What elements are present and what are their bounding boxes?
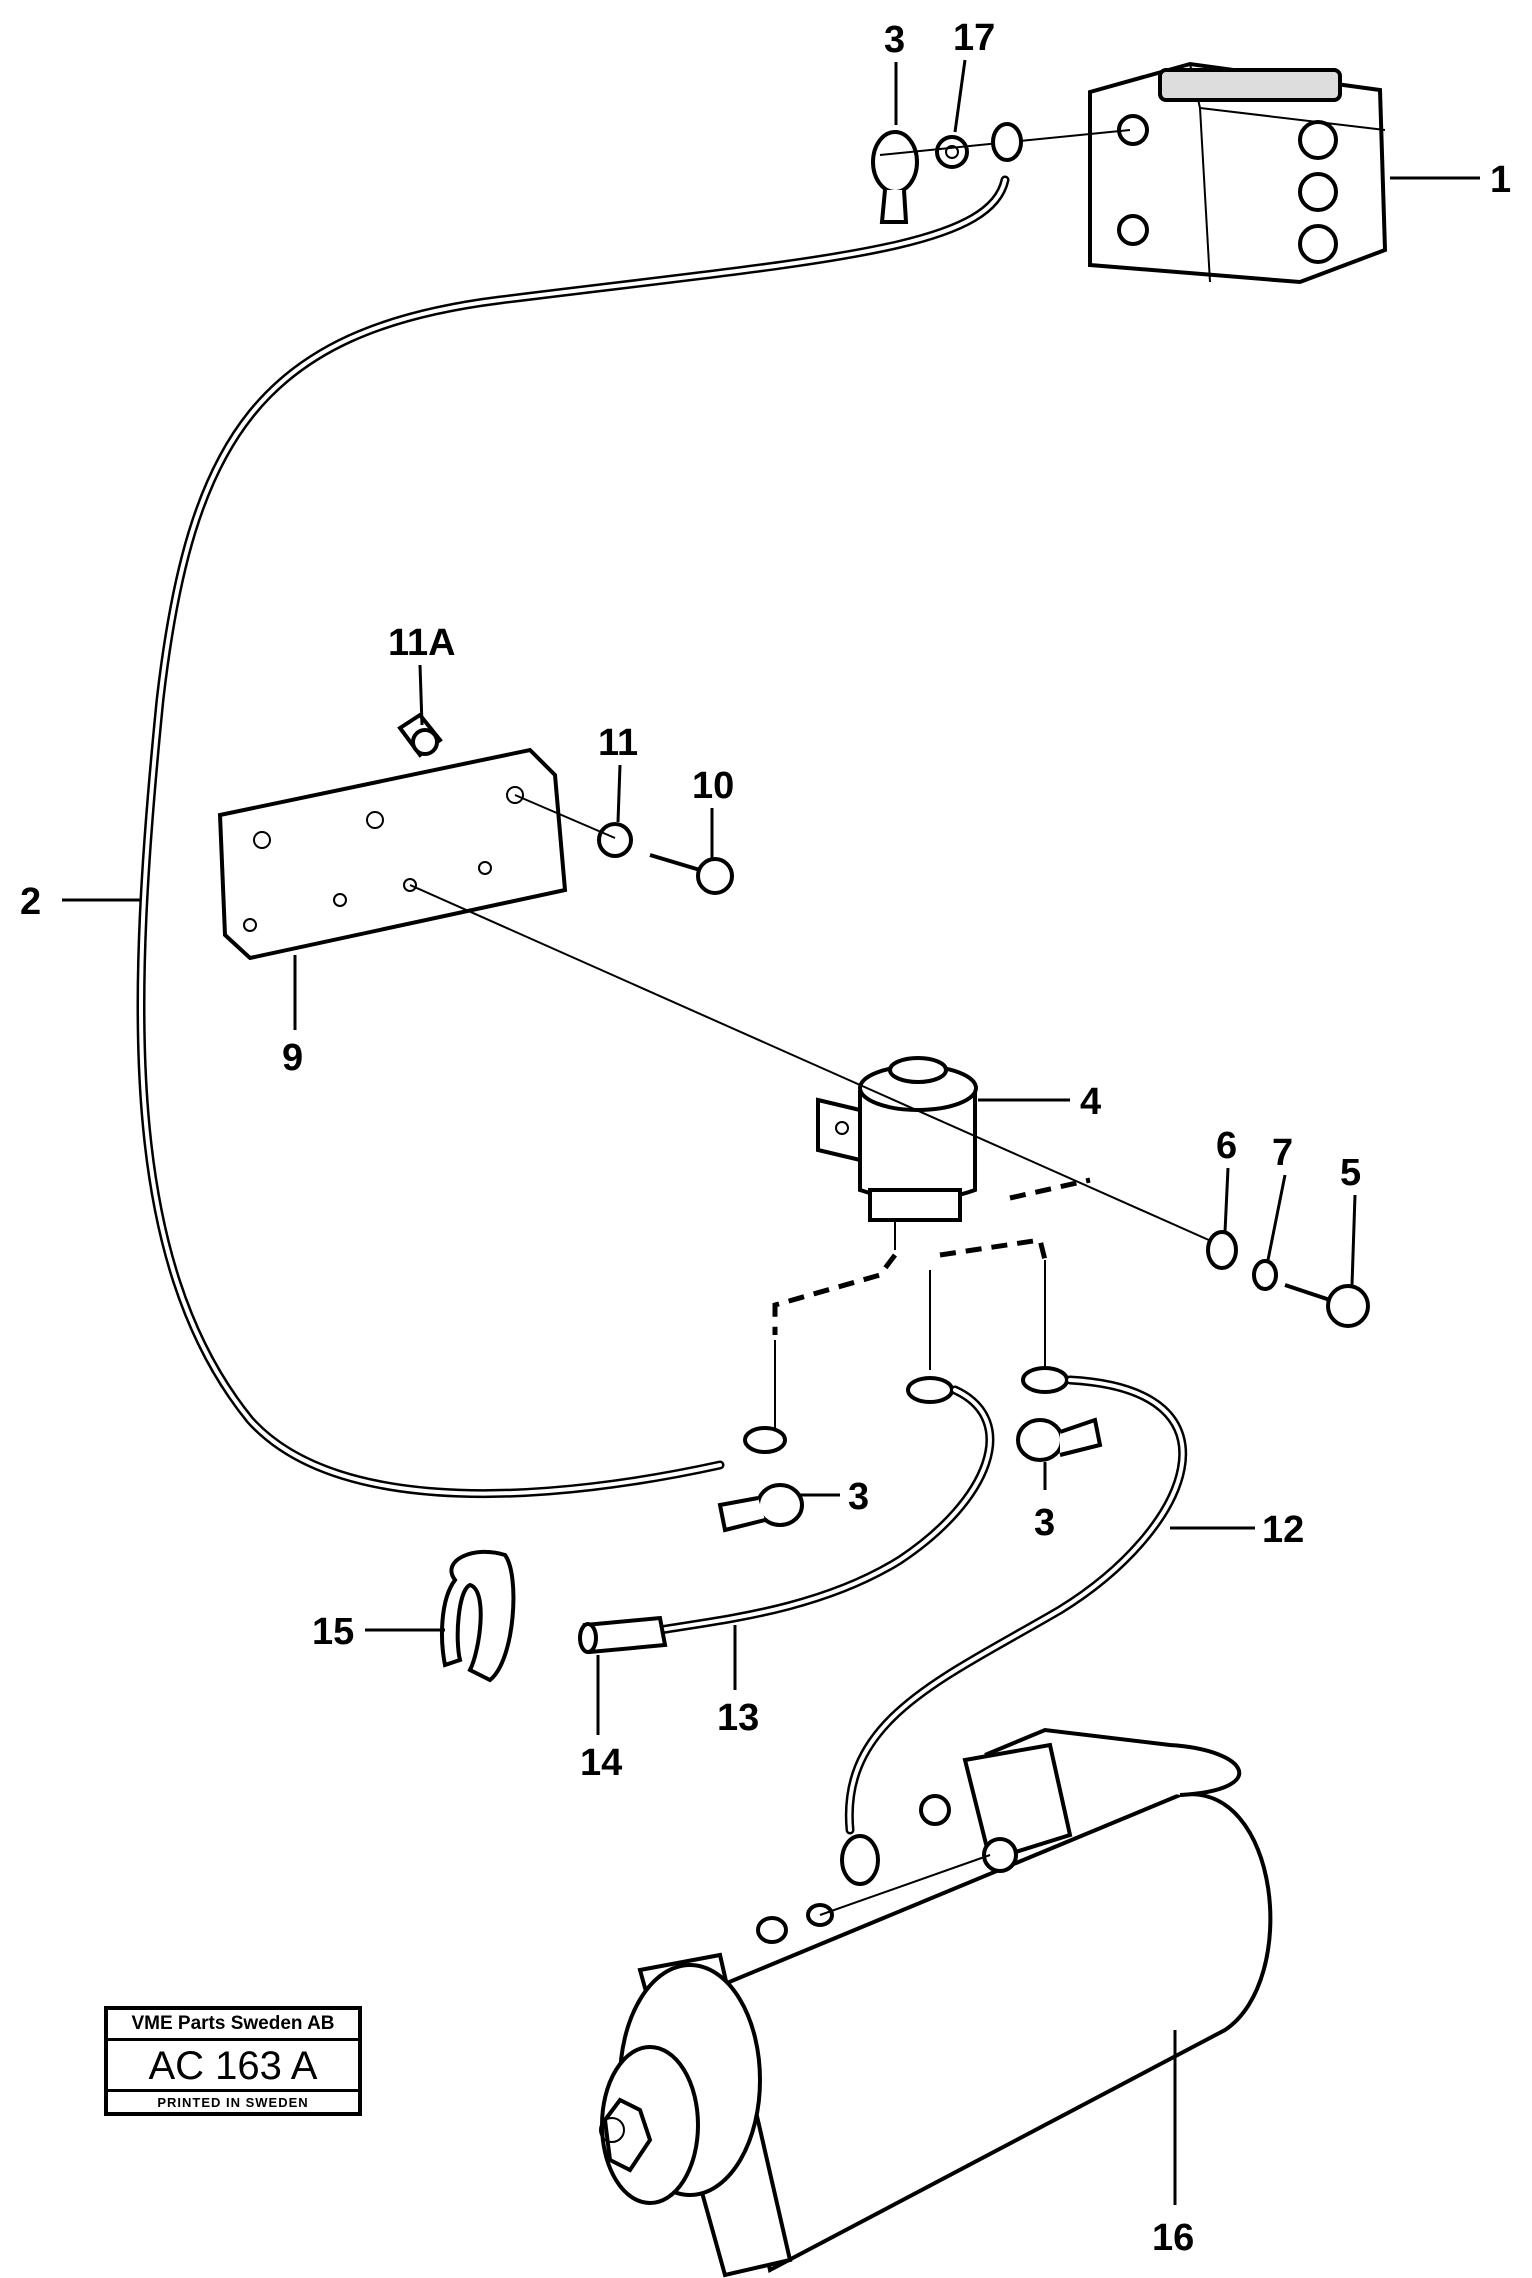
- stamp-footer: PRINTED IN SWEDEN: [157, 2095, 309, 2110]
- callout-16: 16: [1152, 2217, 1194, 2259]
- callout-5: 5: [1340, 1152, 1361, 1194]
- terminal-nut-17: [935, 135, 969, 169]
- callout-17: 17: [953, 17, 995, 59]
- bushing-11a: [397, 712, 443, 758]
- mounting-plate-9: [217, 747, 568, 961]
- callout-4: 4: [1080, 1081, 1101, 1123]
- cable-13: [655, 1385, 995, 1635]
- cable-clip-15: [440, 1549, 516, 1683]
- callout-11: 11: [598, 722, 638, 764]
- starter-motor-16: [599, 1727, 1273, 2278]
- battery-switch-box: [1088, 61, 1388, 285]
- parts-stamp: VME Parts Sweden AB AC 163 A PRINTED IN …: [104, 2006, 362, 2116]
- stamp-code: AC 163 A: [108, 2041, 358, 2092]
- callout-9: 9: [282, 1037, 303, 1079]
- callout-13: 13: [717, 1697, 759, 1739]
- screw-5: [1284, 1283, 1370, 1328]
- callout-15: 15: [312, 1611, 354, 1653]
- screw-10: [649, 853, 734, 895]
- terminal-14: [578, 1615, 668, 1655]
- callout-14: 14: [580, 1742, 622, 1784]
- battery-cable-2: [136, 122, 1023, 1499]
- callout-3-right: 3: [1034, 1502, 1055, 1544]
- callout-3-left: 3: [848, 1476, 869, 1518]
- callout-6: 6: [1216, 1125, 1237, 1167]
- callout-10: 10: [692, 765, 734, 807]
- callout-12: 12: [1262, 1509, 1304, 1551]
- washer-6: [1206, 1230, 1238, 1270]
- stamp-company: VME Parts Sweden AB: [108, 2010, 358, 2041]
- lock-washer-7: [1252, 1259, 1278, 1291]
- callout-1: 1: [1490, 159, 1511, 201]
- terminal-cap-3-left: [717, 1483, 804, 1533]
- terminal-cap-3-right: [1016, 1417, 1103, 1462]
- terminal-cap-3-top: [871, 130, 919, 224]
- callout-11a: 11A: [388, 622, 456, 664]
- cable-12: [840, 1375, 1188, 1886]
- washer-11: [597, 822, 633, 858]
- starter-relay-4: [816, 1056, 978, 1250]
- callout-3-top: 3: [884, 19, 905, 61]
- callout-2: 2: [20, 881, 41, 923]
- callout-7: 7: [1272, 1132, 1293, 1174]
